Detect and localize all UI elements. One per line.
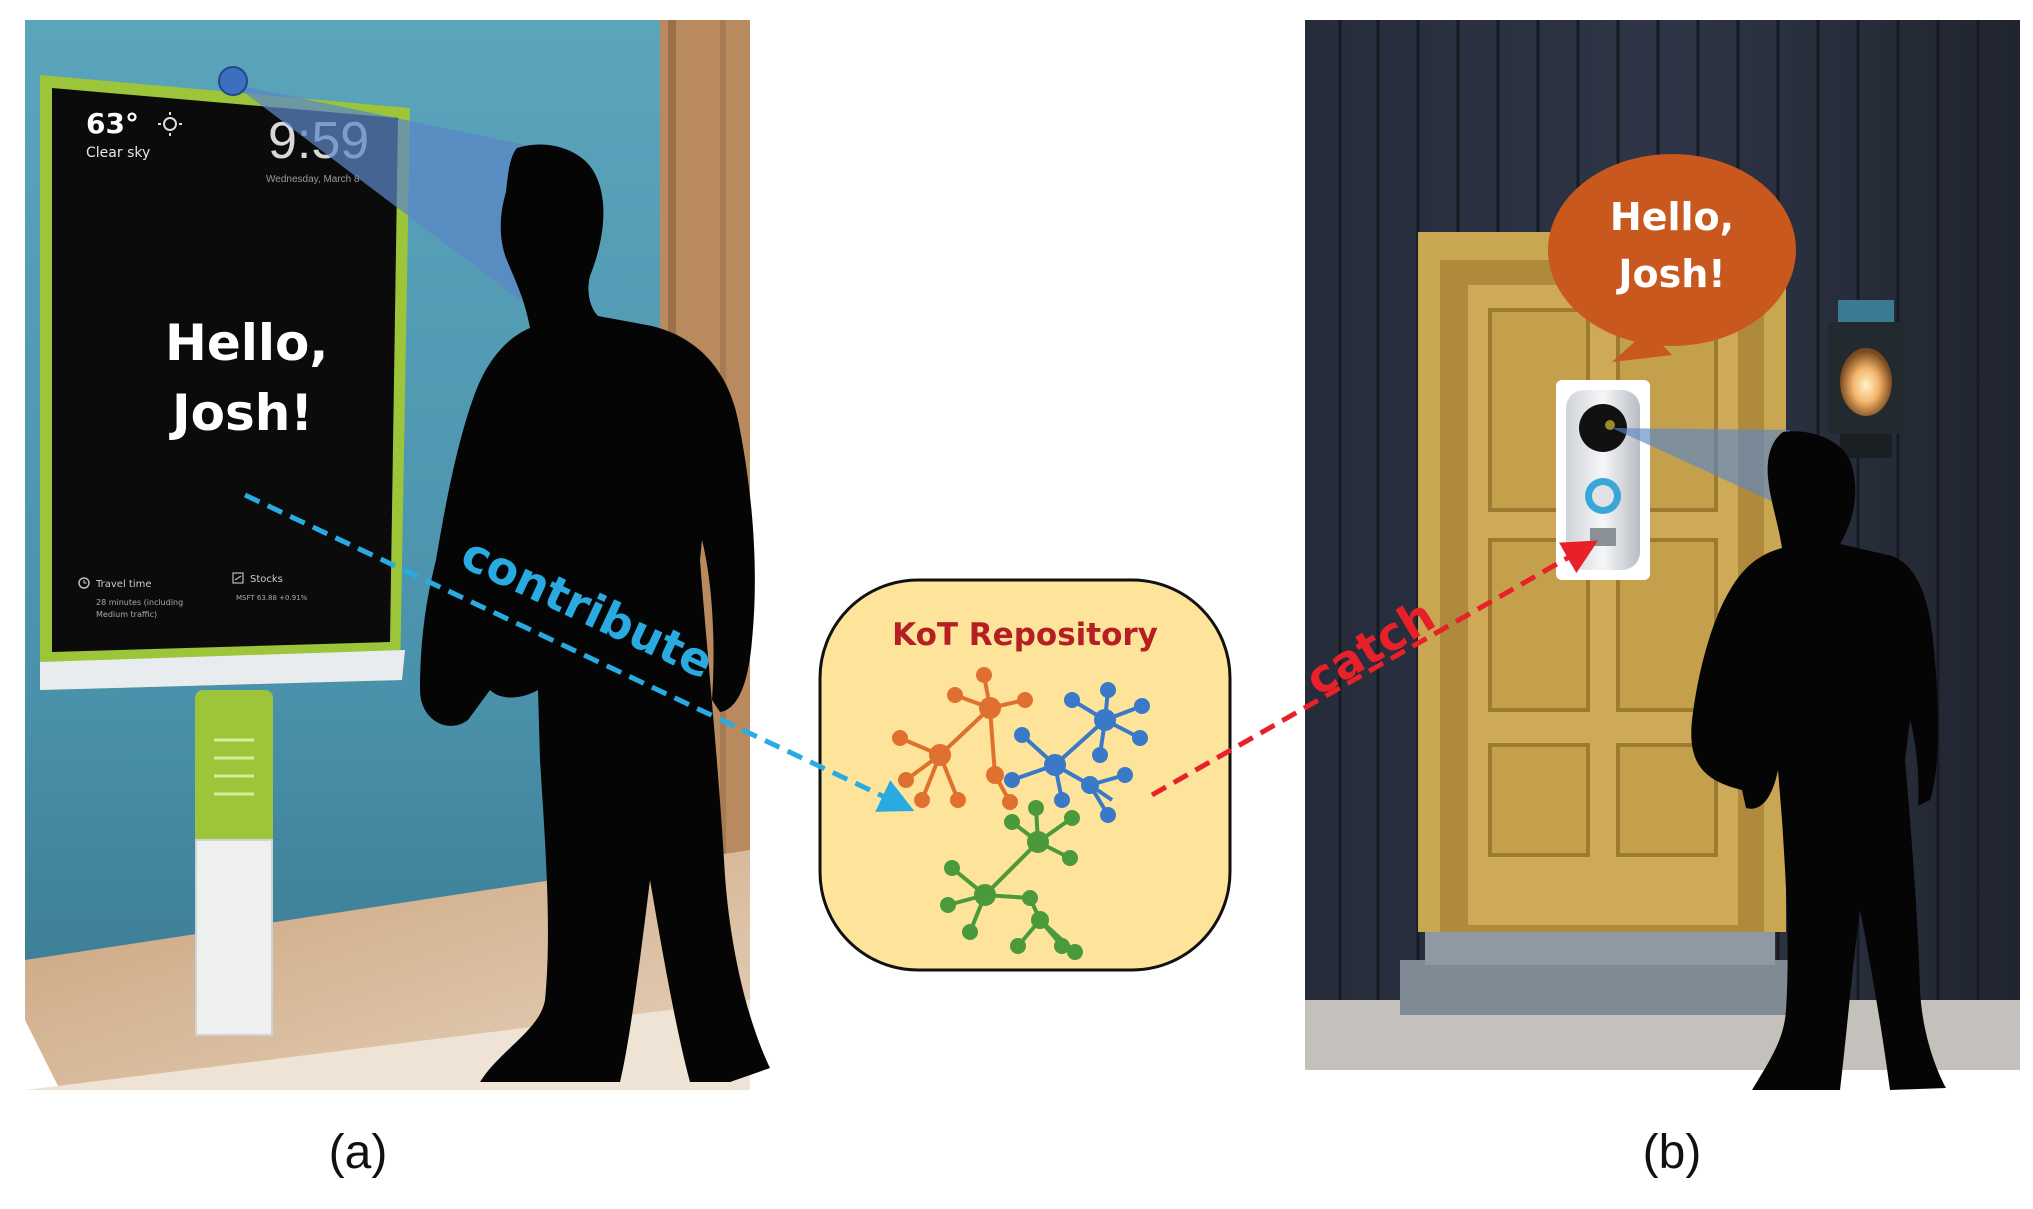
sun-icon	[158, 112, 182, 136]
weather-desc: Clear sky	[86, 145, 150, 161]
kiosk-display: 63° Clear sky 9:59 Wednesday, March 8 He…	[40, 75, 410, 1036]
travel-time-detail-2: Medium traffic)	[96, 610, 157, 619]
stocks-label: Stocks	[250, 574, 283, 585]
cluster-orange	[892, 667, 1033, 810]
caption-a: (a)	[329, 1126, 388, 1179]
cluster-green	[940, 800, 1083, 960]
travel-time-detail-1: 28 minutes (including	[96, 598, 183, 607]
person-silhouette-b	[1691, 431, 1946, 1090]
travel-time-label: Travel time	[95, 579, 152, 590]
kiosk-view-cone	[233, 84, 540, 300]
stocks-icon	[232, 572, 244, 584]
door-step-lower	[1400, 960, 1800, 1015]
kot-repository: KoT Repository	[818, 578, 1232, 972]
bubble-greeting-line-1: Hello,	[1610, 195, 1734, 239]
cluster-blue	[1004, 682, 1150, 823]
panel-b: Hello, Josh! (b)	[1305, 20, 2020, 1179]
kiosk-camera-sensor	[218, 66, 248, 96]
clock-date: Wednesday, March 8	[266, 174, 360, 185]
stocks-detail: MSFT 63.88 +0.91%	[236, 594, 308, 602]
kiosk-greeting-line-1: Hello,	[165, 314, 328, 372]
panel-a: 63° Clear sky 9:59 Wednesday, March 8 He…	[25, 20, 770, 1179]
speech-bubble: Hello, Josh!	[1548, 154, 1796, 362]
doorbell-view-cone	[1612, 428, 1790, 505]
weather-temp: 63°	[86, 107, 139, 140]
bubble-greeting-line-2: Josh!	[1615, 252, 1725, 296]
front-door	[1418, 232, 1786, 932]
doorbell-camera	[1556, 380, 1650, 580]
repository-title: KoT Repository	[892, 617, 1158, 653]
kiosk-greeting-line-2: Josh!	[169, 384, 313, 442]
clock-icon	[78, 577, 90, 589]
person-silhouette-a	[420, 144, 770, 1082]
caption-b: (b)	[1643, 1126, 1702, 1179]
wall-lantern	[1828, 300, 1904, 458]
